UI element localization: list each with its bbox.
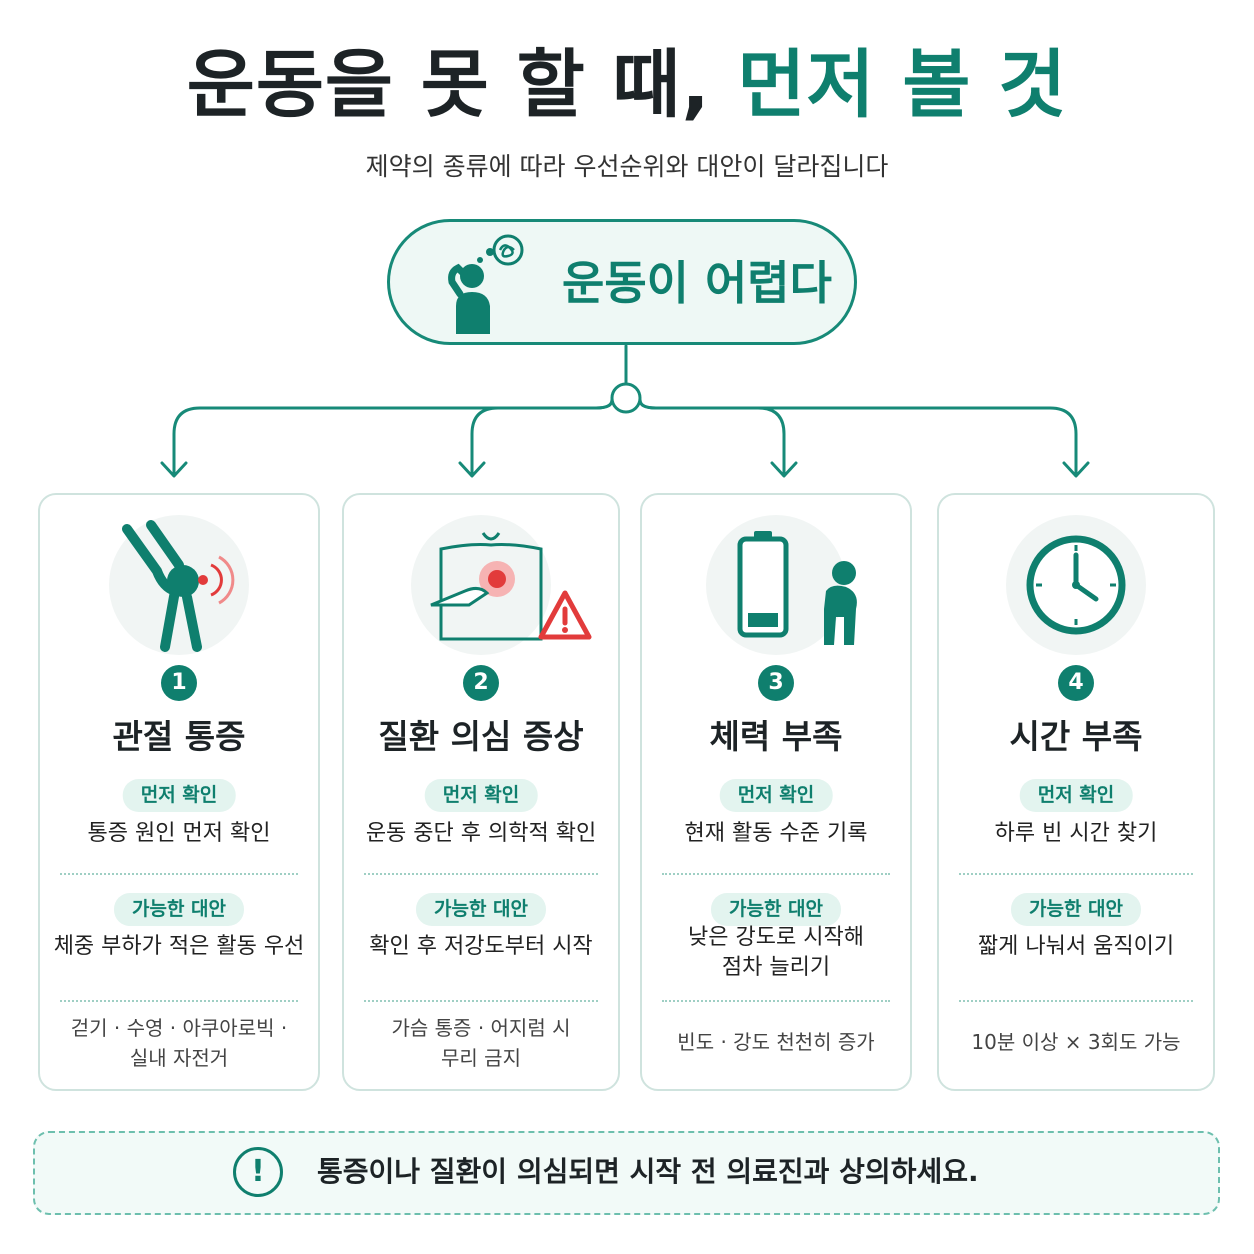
alternative-text: 낮은 강도로 시작해 점차 늘리기 [642, 923, 910, 982]
card-joint-pain: 1 관절 통증 먼저 확인 통증 원인 먼저 확인 가능한 대안 체중 부하가 … [38, 493, 320, 1091]
divider [662, 873, 890, 875]
card-lack-of-time: 4 시간 부족 먼저 확인 하루 빈 시간 찾기 가능한 대안 짧게 나눠서 움… [937, 493, 1215, 1091]
warning-text: 통증이나 질환이 의심되면 시작 전 의료진과 상의하세요. [317, 1155, 979, 1188]
step-number: 3 [758, 665, 794, 701]
step-number: 2 [463, 665, 499, 701]
card-title: 체력 부족 [709, 717, 843, 756]
low-battery-tired-icon [737, 531, 857, 645]
card-disease-symptoms: 2 질환 의심 증상 먼저 확인 운동 중단 후 의학적 확인 가능한 대안 확… [342, 493, 620, 1091]
alternative-text: 짧게 나눠서 움직이기 [939, 932, 1213, 962]
connector-lines [160, 344, 1090, 478]
page-title: 운동을 못 할 때, 먼저 볼 것 [0, 48, 1254, 122]
check-text: 운동 중단 후 의학적 확인 [365, 821, 597, 846]
divider [662, 1000, 890, 1002]
chest-pain-warning-icon [430, 532, 592, 641]
card-low-stamina: 3 체력 부족 먼저 확인 현재 활동 수준 기록 가능한 대안 낮은 강도로 … [640, 493, 912, 1091]
example-text: 10분 이상 × 3회도 가능 [939, 1027, 1213, 1057]
warning-note: ! 통증이나 질환이 의심되면 시작 전 의료진과 상의하세요. [33, 1131, 1220, 1215]
divider [959, 1000, 1193, 1002]
check-text: 하루 빈 시간 찾기 [994, 821, 1158, 846]
knee-joint-pain-icon [122, 520, 235, 652]
alternative-line: 낮은 강도로 시작해 [688, 925, 864, 950]
example-text: 가슴 통증 · 어지럼 시 무리 금지 [344, 1013, 618, 1073]
check-text: 통증 원인 먼저 확인 [87, 821, 271, 846]
check-tag: 먼저 확인 [1019, 779, 1133, 812]
example-line: 가슴 통증 · 어지럼 시 [391, 1016, 571, 1040]
alternative-line: 체중 부하가 적은 활동 우선 [53, 934, 305, 959]
example-text: 걷기 · 수영 · 아쿠아로빅 · 실내 자전거 [40, 1013, 318, 1073]
check-tag: 먼저 확인 [719, 779, 833, 812]
divider [364, 873, 598, 875]
alternative-tag: 가능한 대안 [710, 893, 842, 926]
alternative-line: 확인 후 저강도부터 시작 [369, 934, 593, 959]
divider [959, 873, 1193, 875]
step-number: 4 [1058, 665, 1094, 701]
example-line: 빈도 · 강도 천천히 증가 [677, 1030, 875, 1054]
title-part-2: 먼저 볼 것 [737, 42, 1068, 128]
example-text: 빈도 · 강도 천천히 증가 [642, 1027, 910, 1057]
example-line: 10분 이상 × 3회도 가능 [971, 1030, 1181, 1054]
alternative-tag: 가능한 대안 [415, 893, 547, 926]
alternative-tag: 가능한 대안 [113, 893, 245, 926]
card-title: 시간 부족 [1009, 717, 1143, 756]
clock-icon [1026, 535, 1126, 635]
alternative-line: 짧게 나눠서 움직이기 [977, 934, 1175, 959]
check-text: 현재 활동 수준 기록 [684, 821, 868, 846]
page-subtitle: 제약의 종류에 따라 우선순위와 대안이 달라집니다 [365, 152, 889, 181]
alternative-tag: 가능한 대안 [1010, 893, 1142, 926]
stressed-person-icon [448, 234, 524, 334]
root-label: 운동이 어렵다 [562, 256, 832, 310]
alternative-text: 확인 후 저강도부터 시작 [344, 932, 618, 962]
alternative-line: 점차 늘리기 [721, 954, 831, 980]
divider [60, 1000, 298, 1002]
example-line: 실내 자전거 [129, 1046, 229, 1070]
check-tag: 먼저 확인 [122, 779, 236, 812]
title-part-1: 운동을 못 할 때, [186, 42, 711, 128]
check-tag: 먼저 확인 [424, 779, 538, 812]
card-title: 관절 통증 [112, 717, 246, 756]
exclamation-circle-icon: ! [233, 1147, 283, 1197]
example-line: 걷기 · 수영 · 아쿠아로빅 · [70, 1016, 288, 1040]
divider [364, 1000, 598, 1002]
step-number: 1 [161, 665, 197, 701]
card-title: 질환 의심 증상 [378, 717, 584, 756]
alternative-text: 체중 부하가 적은 활동 우선 [40, 932, 318, 962]
example-line: 무리 금지 [441, 1046, 521, 1070]
divider [60, 873, 298, 875]
root-node: 운동이 어렵다 [387, 219, 857, 345]
